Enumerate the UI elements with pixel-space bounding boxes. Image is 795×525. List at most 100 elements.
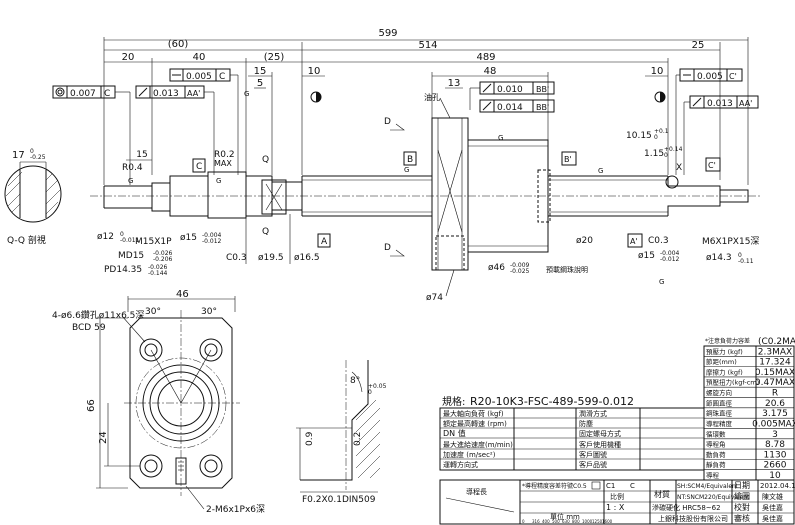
svg-text:DN 值: DN 值	[443, 428, 466, 438]
datum-b: B	[403, 151, 417, 166]
param-label: 導程角	[706, 440, 726, 449]
model-number: R20-10K3-FSC-489-599-0.012	[470, 395, 634, 408]
label-phi143: ø14.3	[706, 253, 732, 263]
svg-text:17: 17	[12, 150, 25, 161]
datum-a-prime: A'	[627, 233, 643, 248]
svg-text:校對: 校對	[734, 502, 750, 512]
label-r04: R0.4	[122, 163, 143, 173]
svg-text:C': C'	[729, 72, 737, 81]
param-value: 8.78	[765, 440, 785, 450]
svg-text:G: G	[216, 177, 221, 185]
svg-text:吳佳嘉: 吳佳嘉	[762, 514, 783, 523]
param-label: 鋼珠直徑	[706, 409, 733, 418]
range-value: 0	[522, 519, 525, 524]
svg-text:0.2: 0.2	[353, 432, 363, 446]
svg-text:C: C	[196, 162, 202, 172]
param-value: 10	[769, 471, 781, 481]
svg-text:+0.05: +0.05	[368, 383, 387, 390]
svg-text:C: C	[219, 72, 225, 82]
svg-text:Q: Q	[262, 227, 269, 237]
svg-text:0.013: 0.013	[707, 99, 733, 109]
svg-text:0.9: 0.9	[305, 431, 315, 446]
svg-text:X: X	[676, 163, 682, 173]
label-c03b: C0.3	[648, 236, 669, 246]
flange-dim-66: 66	[86, 399, 97, 412]
svg-text:-0.144: -0.144	[148, 270, 168, 277]
label-phi12: ø12	[97, 232, 114, 242]
fcf-2: 0.013 AA'	[135, 85, 205, 99]
svg-text:A': A'	[630, 237, 638, 246]
title-block: 導程長 *導程精度容差符號C0.5 C1 C 1 : X 比例 單位 mm 材質…	[439, 479, 795, 525]
svg-text:B': B'	[564, 155, 572, 164]
svg-text:0.014: 0.014	[497, 103, 523, 113]
flange-bcd: BCD 59	[72, 323, 106, 333]
param-value: 2660	[764, 461, 787, 471]
svg-text:G: G	[128, 177, 133, 185]
svg-text:-0.004: -0.004	[660, 250, 680, 257]
range-value: 316	[532, 519, 540, 524]
label-phi15b: ø15	[638, 251, 655, 261]
svg-text:材質: 材質	[654, 489, 670, 499]
svg-text:0: 0	[120, 231, 124, 238]
range-value: 1600	[602, 519, 613, 524]
svg-text:C: C	[104, 89, 110, 99]
param-value: 0.47MAX	[755, 378, 795, 388]
range-value: 400	[542, 519, 550, 524]
label-phi46: ø46	[488, 263, 505, 273]
label-plating: 預載鋼珠說明	[546, 265, 588, 274]
dim-48: 48	[484, 66, 497, 77]
datum-b-prime: B'	[561, 151, 577, 166]
svg-text:-0.026: -0.026	[148, 264, 168, 271]
svg-text:NT:SNCM220/Equivalent: NT:SNCM220/Equivalent	[677, 494, 750, 501]
range-value: 630	[562, 519, 570, 524]
svg-text:客戶使用機種: 客戶使用機種	[579, 440, 621, 449]
flange-tap: 2-M6x1Px6深	[206, 504, 265, 515]
range-value: 800	[572, 519, 580, 524]
svg-text:上銀科技股份有限公司: 上銀科技股份有限公司	[658, 514, 728, 523]
svg-text:客戶圖號: 客戶圖號	[579, 450, 607, 459]
param-label: 靜負荷	[706, 460, 726, 469]
svg-text:-0.11: -0.11	[738, 258, 754, 265]
svg-text:G: G	[244, 90, 249, 98]
label-phi74: ø74	[426, 293, 443, 303]
datum-c: C	[192, 158, 206, 173]
flange-dim-46: 46	[176, 289, 189, 300]
dim-25: 25	[692, 40, 705, 51]
svg-text:30°: 30°	[145, 307, 161, 317]
svg-text:客戶品號: 客戶品號	[579, 460, 607, 469]
dim-40: 40	[193, 52, 206, 63]
svg-text:0.005: 0.005	[697, 72, 723, 82]
fcf-3: 0.007 C	[52, 85, 116, 99]
svg-text:導程長: 導程長	[466, 487, 487, 496]
param-value: 1130	[764, 450, 787, 460]
svg-text:運轉方向式: 運轉方向式	[443, 460, 478, 469]
svg-text:1 : X: 1 : X	[606, 503, 625, 512]
label-pd14: PD14.35	[104, 265, 142, 275]
svg-text:G: G	[498, 134, 503, 142]
param-value: 0.15MAX	[755, 368, 795, 378]
range-value: 500	[552, 519, 560, 524]
flange-holes: 4-ø6.6鑽孔ø11x6.5深	[52, 309, 144, 321]
svg-text:-0.011: -0.011	[120, 237, 140, 244]
svg-text:SH:SCM4/Equivalent: SH:SCM4/Equivalent	[677, 483, 739, 490]
svg-text:防塵: 防塵	[579, 419, 593, 428]
fcf-5: 0.014 BB'	[479, 99, 555, 113]
svg-text:+0.1: +0.1	[654, 128, 669, 135]
datum-a: A	[317, 233, 331, 248]
param-label: 循環數	[706, 429, 726, 438]
dim-10a: 10	[308, 66, 321, 77]
svg-text:C': C'	[708, 161, 716, 170]
svg-text:最大進給速度(m/min): 最大進給速度(m/min)	[443, 440, 513, 449]
svg-text:0: 0	[368, 389, 372, 396]
dim-489: 489	[476, 52, 495, 63]
flange-dim-24: 24	[98, 431, 109, 444]
param-value: 3	[772, 430, 778, 440]
detail-view: 0.9 0.2 8° +0.05 0 F0.2X0.1DIN509	[296, 360, 387, 505]
svg-text:審核: 審核	[734, 513, 750, 523]
label-max: MAX	[214, 159, 232, 168]
label-phi195: ø19.5	[258, 253, 284, 263]
